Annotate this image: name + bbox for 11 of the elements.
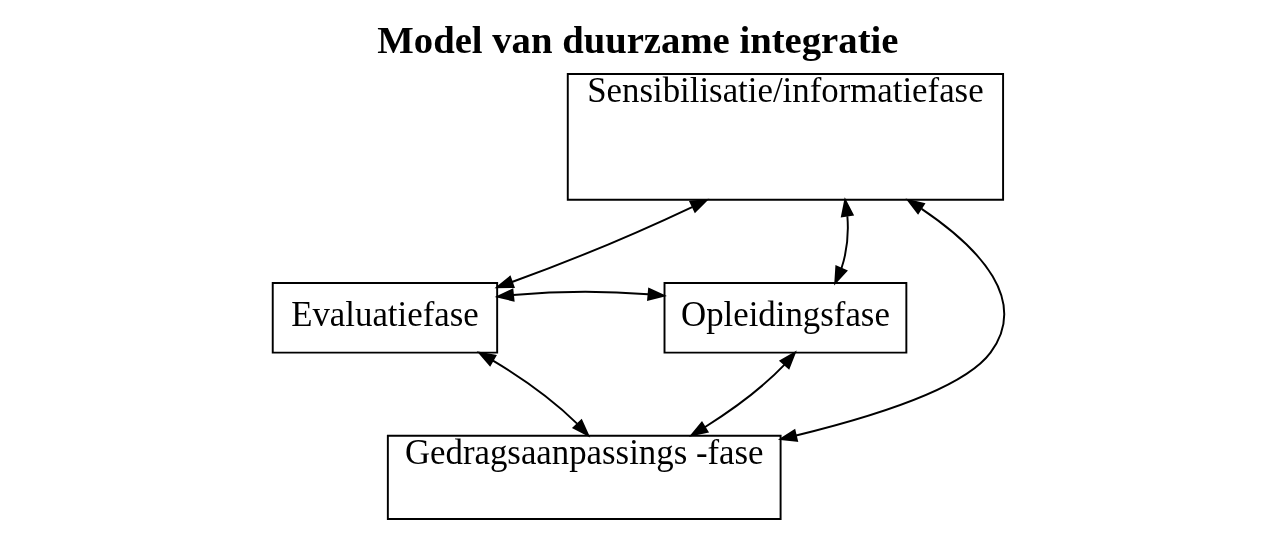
arrow	[493, 198, 709, 289]
arrow	[688, 350, 797, 437]
node-box: Evaluatiefase	[271, 282, 498, 354]
diagram-title: Model van duurzame integratie	[376, 18, 898, 61]
node-box: Sensibilisatie/informatiefase	[566, 73, 1004, 201]
arrow	[777, 198, 1005, 442]
arrow	[476, 351, 590, 438]
arrow	[494, 287, 667, 302]
node-box: Gedragsaanpassings -fase	[386, 434, 782, 520]
arrow	[833, 197, 854, 286]
node-box: Opleidingsfase	[663, 282, 907, 354]
